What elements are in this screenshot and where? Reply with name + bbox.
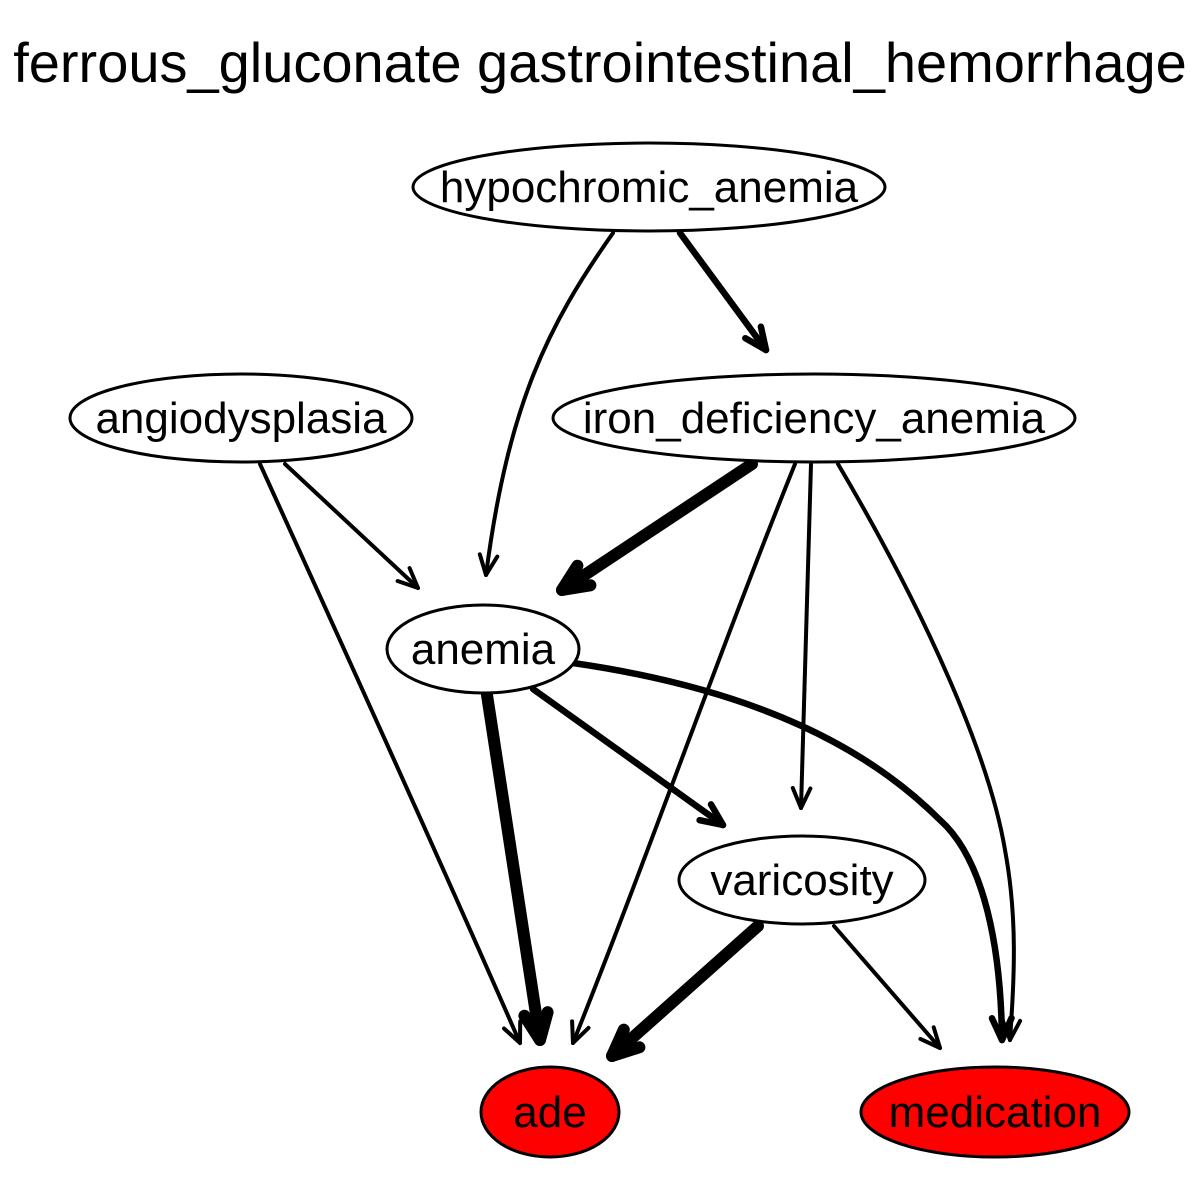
edge-line bbox=[606, 920, 764, 1062]
arrowhead bbox=[918, 1025, 942, 1050]
node-label: ade bbox=[513, 1088, 586, 1137]
edge-iron_deficiency_anemia-to-varicosity bbox=[790, 462, 813, 810]
edge-iron_deficiency_anemia-to-anemia bbox=[556, 458, 758, 596]
node-anemia: anemia bbox=[385, 603, 581, 695]
node-ellipse bbox=[551, 372, 1077, 464]
arrowhead bbox=[606, 1023, 646, 1062]
edge-line bbox=[529, 685, 727, 829]
arrowhead bbox=[477, 552, 500, 577]
edge-line bbox=[569, 659, 1006, 1044]
edge-anemia-to-varicosity bbox=[529, 685, 727, 829]
node-label: angiodysplasia bbox=[95, 394, 387, 443]
edge-iron_deficiency_anemia-to-ade bbox=[570, 462, 797, 1045]
edge-anemia-to-medication bbox=[569, 659, 1015, 1044]
node-angiodysplasia: angiodysplasia bbox=[68, 372, 414, 464]
arrowhead bbox=[742, 323, 770, 354]
arrowhead bbox=[502, 1019, 523, 1045]
node-iron_deficiency_anemia: iron_deficiency_anemia bbox=[551, 372, 1077, 464]
node-label: iron_deficiency_anemia bbox=[583, 394, 1046, 443]
edge-line bbox=[258, 462, 522, 1045]
node-medication: medication bbox=[859, 1065, 1131, 1159]
arrowhead bbox=[556, 559, 597, 596]
edge-line bbox=[481, 689, 546, 1046]
node-hypochromic_anemia: hypochromic_anemia bbox=[411, 141, 887, 233]
edge-line bbox=[283, 462, 420, 590]
node-ellipse bbox=[411, 141, 887, 233]
edges-layer bbox=[258, 229, 1023, 1062]
edge-hypochromic_anemia-to-anemia bbox=[477, 231, 615, 577]
arrowhead bbox=[570, 1019, 591, 1045]
nodes-layer: hypochromic_anemia angiodysplasia iron_def… bbox=[68, 141, 1131, 1159]
edge-line bbox=[832, 924, 942, 1050]
node-ade: ade bbox=[479, 1065, 621, 1159]
arrowhead bbox=[395, 566, 420, 590]
arrowhead bbox=[518, 1006, 554, 1046]
node-ellipse bbox=[479, 1065, 621, 1159]
edge-line bbox=[799, 462, 813, 810]
node-ellipse bbox=[677, 834, 927, 926]
edge-line bbox=[676, 229, 770, 354]
edge-angiodysplasia-to-anemia bbox=[283, 462, 420, 590]
edge-angiodysplasia-to-ade bbox=[258, 462, 523, 1045]
arrowhead bbox=[696, 801, 727, 829]
arrowhead bbox=[790, 786, 813, 810]
node-label: medication bbox=[889, 1088, 1102, 1137]
edge-line bbox=[836, 462, 1016, 1042]
node-label: hypochromic_anemia bbox=[440, 163, 859, 212]
node-ellipse bbox=[859, 1065, 1131, 1159]
edge-hypochromic_anemia-to-iron_deficiency_anemia bbox=[676, 229, 770, 354]
node-label: varicosity bbox=[710, 856, 893, 905]
arrowhead bbox=[988, 1014, 1015, 1044]
edge-varicosity-to-ade bbox=[606, 920, 764, 1062]
node-ellipse bbox=[68, 372, 414, 464]
edge-anemia-to-ade bbox=[481, 689, 554, 1046]
node-label: anemia bbox=[411, 625, 556, 674]
edge-line bbox=[484, 231, 615, 577]
node-ellipse bbox=[385, 603, 581, 695]
node-varicosity: varicosity bbox=[677, 834, 927, 926]
edge-varicosity-to-medication bbox=[832, 924, 942, 1050]
diagram-title: ferrous_gluconate gastrointestinal_hemor… bbox=[13, 31, 1187, 94]
edge-line bbox=[556, 458, 758, 596]
edge-line bbox=[571, 462, 797, 1045]
